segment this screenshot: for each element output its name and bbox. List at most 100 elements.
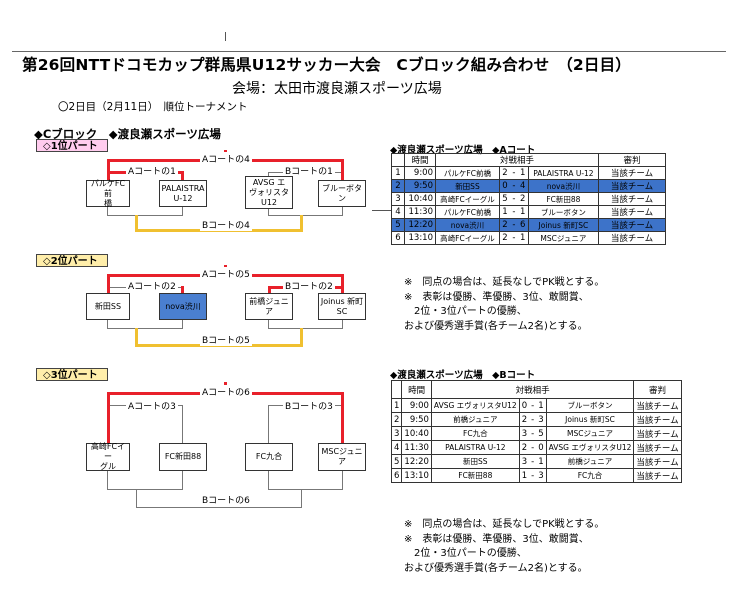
- match-time: 10:40: [404, 192, 436, 206]
- score-dash: -: [510, 166, 518, 180]
- score-dash: -: [510, 205, 518, 219]
- match-number: 1: [391, 166, 405, 180]
- home-team: 新田SS: [430, 454, 520, 469]
- cursor-mark: [225, 32, 226, 41]
- referee: 当該チーム: [633, 412, 682, 427]
- home-score: 0: [519, 398, 530, 413]
- title-rule: [12, 51, 726, 52]
- home-team: 高崎FCイーグル: [435, 192, 500, 206]
- bracket-line: [107, 159, 110, 173]
- bracket-line: [300, 215, 303, 231]
- notes-b: ※ 同点の場合は、延長なしでPK戦とする。 ※ 表彰は優勝、準優勝、3位、敢闘賞…: [404, 518, 604, 576]
- bracket-line: [268, 209, 269, 215]
- score-dash: -: [529, 440, 537, 455]
- bracket-line: [268, 328, 343, 329]
- note-line: および優秀選手賞(各チーム2名)とする。: [404, 320, 588, 332]
- col-header: 審判: [633, 380, 682, 399]
- away-score: 2: [517, 192, 529, 206]
- team-box: FC九合: [245, 443, 293, 471]
- away-team: PALAISTRA U-12: [527, 166, 600, 180]
- schedule-b-header: ◆渡良瀬スポーツ広場 ◆Bコート: [390, 370, 536, 381]
- bracket-line: [135, 215, 138, 231]
- referee: 当該チーム: [633, 468, 682, 483]
- away-team: AVSG エヴォリスタU12: [545, 440, 635, 455]
- team-box: FC新田88: [159, 443, 207, 471]
- semi-left-label: Aコートの3: [126, 399, 178, 412]
- bracket-line: [268, 489, 343, 490]
- match-time: 13:10: [404, 231, 436, 245]
- away-team: Joinus 新町SC: [545, 412, 635, 427]
- home-team: FC九合: [430, 426, 520, 441]
- bracket-line: [300, 328, 303, 346]
- bracket-line: [342, 471, 343, 489]
- away-team: FC九合: [545, 468, 635, 483]
- referee: 当該チーム: [598, 231, 666, 245]
- col-header: 対戦相手: [430, 380, 635, 399]
- bracket-line: [107, 489, 183, 490]
- bracket-line: [182, 471, 183, 489]
- home-team: 前橋ジュニア: [430, 412, 520, 427]
- team-box: MSCジュニ ア: [318, 443, 366, 471]
- note-line: および優秀選手賞(各チーム2名)とする。: [404, 562, 588, 574]
- bracket-line: [341, 405, 344, 445]
- away-score: 1: [536, 454, 547, 469]
- home-score: 1: [499, 205, 511, 219]
- home-score: 3: [519, 426, 530, 441]
- home-score: 0: [499, 179, 511, 193]
- bracket-line: [301, 489, 302, 508]
- bracket-line: [342, 320, 343, 328]
- home-team: AVSG エヴォリスタU12: [430, 398, 520, 413]
- referee: 当該チーム: [633, 426, 682, 441]
- note-line: 2位・3位パートの優勝、: [404, 306, 527, 317]
- final-label: Aコートの5: [200, 267, 252, 280]
- match-time: 10:40: [401, 426, 432, 441]
- home-team: パルケFC前橋: [435, 205, 500, 219]
- bracket-line: [107, 215, 183, 216]
- referee: 当該チーム: [598, 166, 666, 180]
- referee: 当該チーム: [598, 192, 666, 206]
- score-dash: -: [529, 454, 537, 469]
- home-score: 2: [499, 218, 511, 232]
- semi-right-label: Bコートの2: [283, 279, 335, 292]
- note-line: ※ 表彰は優勝、準優勝、3位、敢闘賞、: [404, 291, 589, 303]
- away-team: nova渋川: [527, 179, 600, 193]
- referee: 当該チーム: [598, 179, 666, 193]
- home-score: 2: [499, 166, 511, 180]
- bracket-line: [107, 274, 110, 288]
- referee: 当該チーム: [633, 454, 682, 469]
- bracket-line: [342, 207, 343, 215]
- home-team: 新田SS: [435, 179, 500, 193]
- bracket-line: [181, 286, 184, 294]
- team-box: Joinus 新町 SC: [318, 293, 366, 320]
- col-header: 対戦相手: [435, 153, 599, 167]
- away-score: 3: [536, 412, 547, 427]
- bracket-line: [341, 171, 344, 181]
- away-team: Joinus 新町SC: [527, 218, 600, 232]
- bracket-line: [268, 215, 343, 216]
- match-number: 3: [391, 192, 405, 206]
- bracket-line: [268, 471, 269, 489]
- home-team: 高崎FCイーグル: [435, 231, 500, 245]
- score-dash: -: [510, 218, 518, 232]
- team-box: PALAISTRA U-12: [159, 180, 207, 207]
- match-time: 9:50: [401, 412, 432, 427]
- match-time: 9:00: [401, 398, 432, 413]
- score-dash: -: [529, 412, 537, 427]
- bracket-line: [107, 405, 110, 445]
- match-time: 9:50: [404, 179, 436, 193]
- match-time: 11:30: [404, 205, 436, 219]
- note-line: ※ 同点の場合は、延長なしでPK戦とする。: [404, 519, 605, 530]
- bracket-line: [136, 489, 137, 508]
- bracket-line: [182, 320, 183, 328]
- bracket-line: [182, 405, 183, 445]
- match-number: 1: [390, 398, 403, 413]
- final-label: Aコートの6: [200, 385, 252, 398]
- bracket-line: [268, 320, 269, 328]
- team-box: 前橋ジュニ ア: [245, 293, 293, 320]
- bracket-line: [136, 507, 302, 508]
